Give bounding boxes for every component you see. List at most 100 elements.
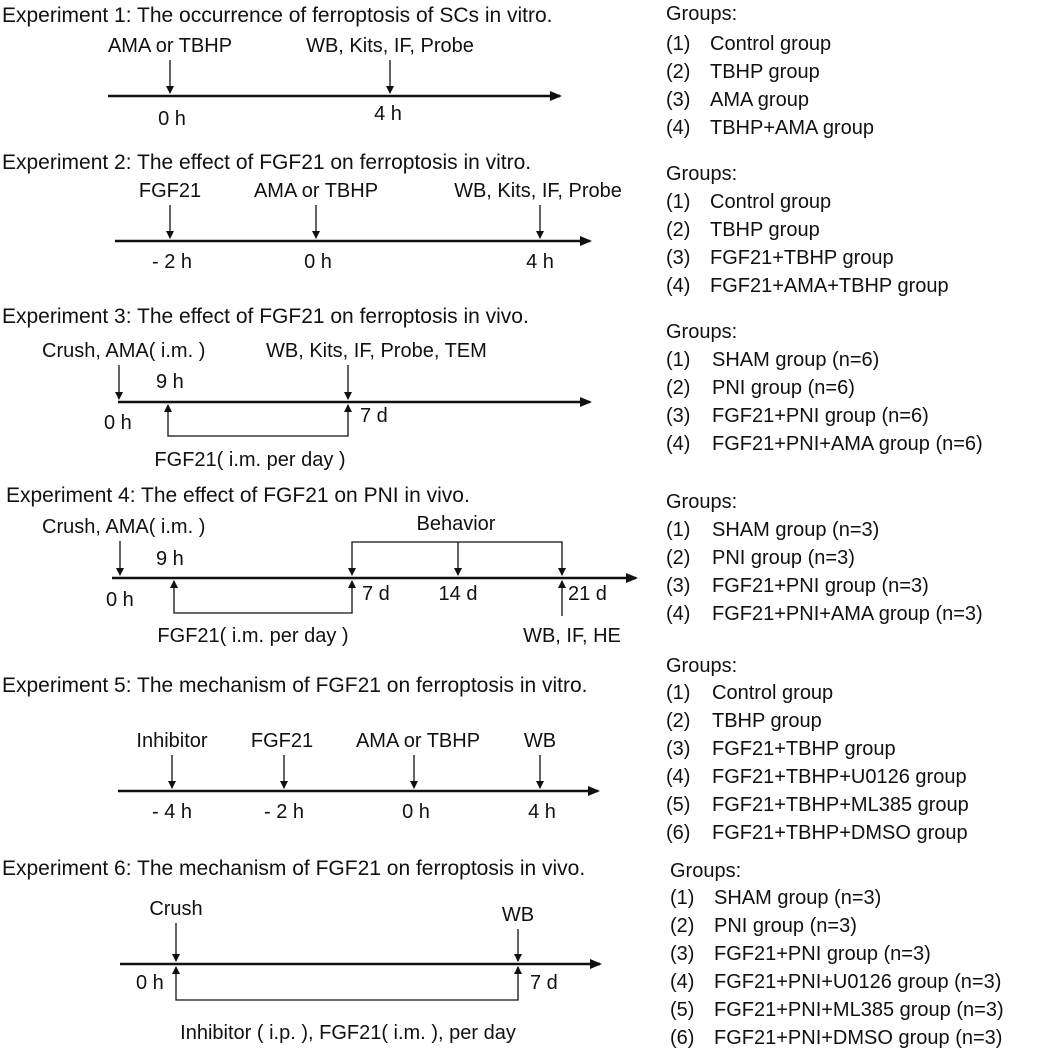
group-name: FGF21+TBHP+DMSO group	[712, 822, 968, 844]
tick-label: 9 h	[156, 371, 184, 393]
event-label: AMA or TBHP	[108, 35, 232, 57]
event-label: Crush, AMA( i.m. )	[42, 516, 205, 538]
treatment-bracket	[173, 598, 353, 614]
tick-label: 7 d	[360, 405, 388, 427]
group-name: FGF21+PNI group (n=3)	[714, 943, 931, 965]
endpoint-label: WB, IF, HE	[523, 625, 621, 647]
treatment-label: FGF21( i.m. per day )	[154, 449, 345, 471]
group-number: (4)	[666, 766, 690, 788]
experiment-3-title: Experiment 3: The effect of FGF21 on fer…	[2, 305, 529, 328]
event-label: WB, Kits, IF, Probe	[306, 35, 474, 57]
treatment-label: FGF21( i.m. per day )	[157, 625, 348, 647]
group-name: PNI group (n=3)	[712, 547, 855, 569]
groups-title: Groups:	[666, 321, 737, 343]
tick-label: - 4 h	[152, 801, 192, 823]
group-number: (1)	[670, 887, 694, 909]
group-number: (3)	[666, 247, 690, 269]
group-name: FGF21+PNI+DMSO group (n=3)	[714, 1027, 1002, 1049]
tick-label: 0 h	[304, 251, 332, 273]
tick-label: 0 h	[106, 589, 134, 611]
group-name: TBHP group	[712, 710, 822, 732]
group-name: FGF21+PNI group (n=3)	[712, 575, 929, 597]
groups-title: Groups:	[666, 3, 737, 25]
tick-label: 0 h	[402, 801, 430, 823]
group-number: (2)	[666, 219, 690, 241]
group-number: (5)	[670, 999, 694, 1021]
experiment-5-title: Experiment 5: The mechanism of FGF21 on …	[2, 674, 588, 697]
group-number: (1)	[666, 682, 690, 704]
group-name: Control group	[710, 33, 831, 55]
event-label: WB, Kits, IF, Probe, TEM	[266, 340, 487, 362]
group-name: FGF21+PNI+ML385 group (n=3)	[714, 999, 1004, 1021]
group-number: (1)	[666, 33, 690, 55]
event-label: Behavior	[417, 513, 496, 535]
group-number: (2)	[666, 547, 690, 569]
tick-label: 0 h	[104, 412, 132, 434]
group-name: FGF21+TBHP group	[712, 738, 896, 760]
tick-label: 14 d	[439, 583, 478, 605]
event-label: Crush	[149, 898, 202, 920]
group-name: TBHP group	[710, 61, 820, 83]
groups-experiment-1: Groups: (1) Control group (2) TBHP group…	[666, 3, 874, 139]
group-name: FGF21+PNI+U0126 group (n=3)	[714, 971, 1001, 993]
group-number: (2)	[670, 915, 694, 937]
group-name: FGF21+PNI+AMA group (n=6)	[712, 433, 983, 455]
groups-title: Groups:	[670, 860, 741, 882]
groups-experiment-3: Groups: (1) SHAM group (n=6) (2) PNI gro…	[666, 321, 983, 455]
group-number: (2)	[666, 61, 690, 83]
groups-title: Groups:	[666, 163, 737, 185]
event-label: AMA or TBHP	[356, 730, 480, 752]
treatment-bracket	[167, 422, 349, 437]
group-number: (1)	[666, 519, 690, 541]
group-number: (4)	[666, 275, 690, 297]
group-number: (3)	[666, 738, 690, 760]
tick-label: 7 d	[362, 583, 390, 605]
group-name: AMA group	[710, 89, 809, 111]
event-label: AMA or TBHP	[254, 180, 378, 202]
event-label: WB	[502, 904, 534, 926]
group-number: (3)	[666, 405, 690, 427]
groups-experiment-2: Groups: (1) Control group (2) TBHP group…	[666, 163, 949, 297]
group-name: SHAM group (n=6)	[712, 349, 879, 371]
group-name: FGF21+TBHP+U0126 group	[712, 766, 967, 788]
experiment-2: Experiment 2: The effect of FGF21 on fer…	[2, 151, 622, 273]
group-number: (4)	[666, 603, 690, 625]
tick-label: 4 h	[374, 103, 402, 125]
tick-label: 7 d	[530, 972, 558, 994]
tick-label: 4 h	[526, 251, 554, 273]
group-name: SHAM group (n=3)	[714, 887, 881, 909]
event-label: FGF21	[251, 730, 313, 752]
group-number: (1)	[666, 349, 690, 371]
group-name: Control group	[712, 682, 833, 704]
experiment-1-title: Experiment 1: The occurrence of ferropto…	[2, 4, 553, 27]
group-number: (1)	[666, 191, 690, 213]
experiment-3: Experiment 3: The effect of FGF21 on fer…	[2, 305, 592, 471]
groups-experiment-5: Groups: (1) Control group (2) TBHP group…	[666, 655, 969, 844]
tick-label: 0 h	[136, 972, 164, 994]
behavior-bracket	[351, 541, 563, 560]
group-number: (4)	[666, 117, 690, 139]
group-number: (6)	[670, 1027, 694, 1049]
tick-label: 4 h	[528, 801, 556, 823]
experiment-4-title: Experiment 4: The effect of FGF21 on PNI…	[6, 484, 470, 507]
group-number: (2)	[666, 710, 690, 732]
experiment-6-title: Experiment 6: The mechanism of FGF21 on …	[2, 857, 585, 880]
group-number: (3)	[666, 575, 690, 597]
group-name: PNI group (n=3)	[714, 915, 857, 937]
tick-label: - 2 h	[152, 251, 192, 273]
tick-label: 21 d	[568, 583, 607, 605]
tick-label: 9 h	[156, 548, 184, 570]
experiment-1: Experiment 1: The occurrence of ferropto…	[2, 4, 562, 130]
group-name: Control group	[710, 191, 831, 213]
groups-experiment-6: Groups: (1) SHAM group (n=3) (2) PNI gro…	[670, 860, 1004, 1049]
tick-label: - 2 h	[264, 801, 304, 823]
groups-title: Groups:	[666, 655, 737, 677]
group-number: (2)	[666, 377, 690, 399]
experiment-4: Experiment 4: The effect of FGF21 on PNI…	[6, 484, 638, 647]
event-label: WB	[524, 730, 556, 752]
tick-label: 0 h	[158, 108, 186, 130]
group-name: TBHP+AMA group	[710, 117, 874, 139]
groups-title: Groups:	[666, 491, 737, 513]
group-number: (5)	[666, 794, 690, 816]
